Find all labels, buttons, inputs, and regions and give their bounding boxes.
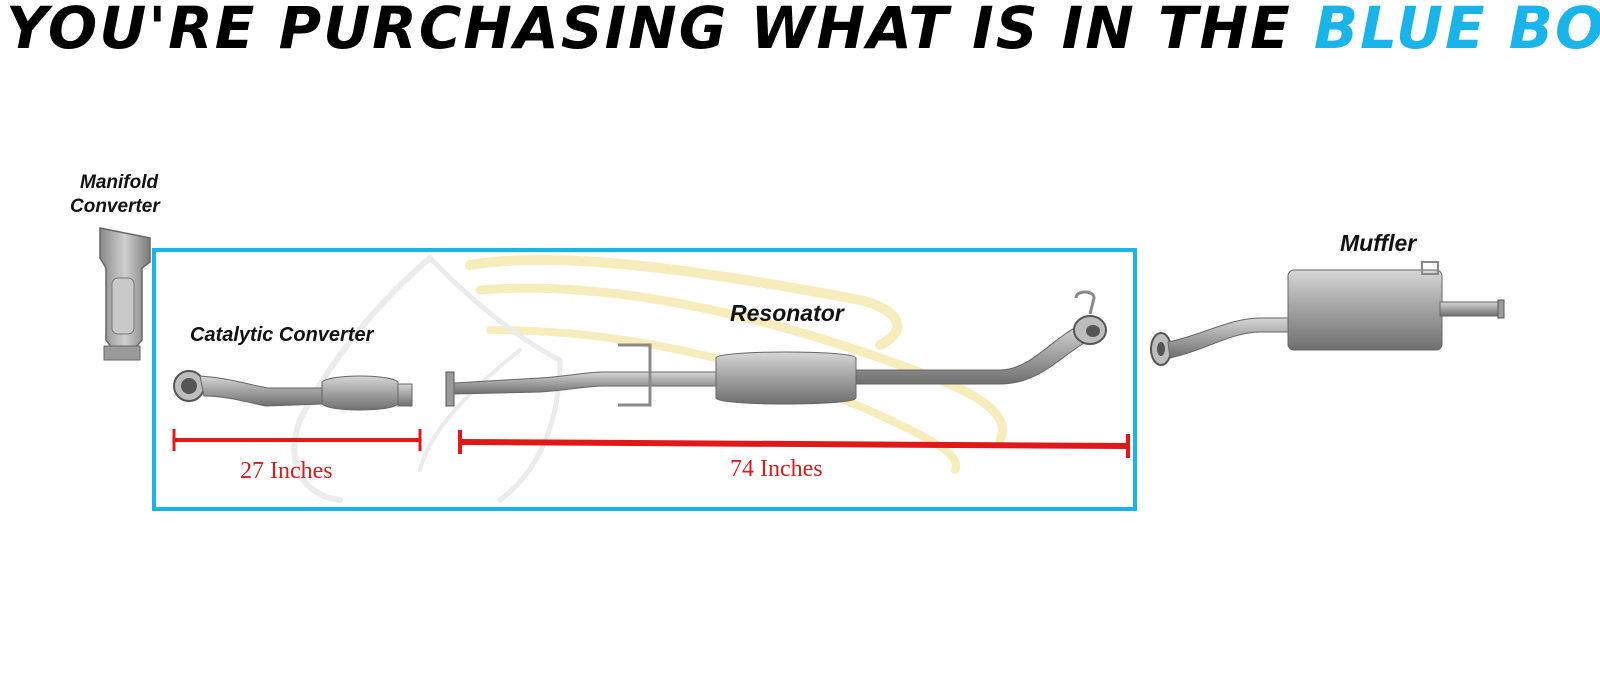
resonator-label: Resonator [730, 300, 844, 326]
muffler-image [1150, 261, 1505, 366]
headline-main: YOU'RE PURCHASING WHAT IS IN THE [6, 0, 1314, 62]
purchase-box [152, 248, 1137, 511]
measure-line-pipe [458, 430, 1130, 458]
catalytic-converter-image [173, 370, 413, 411]
pipe-length-label: 74 Inches [730, 456, 823, 482]
measure-line-catalytic [172, 429, 422, 451]
manifold-label-line1: Manifold [80, 172, 159, 193]
manifold-converter-image [99, 227, 151, 361]
resonator-pipe-image [445, 290, 1107, 407]
muffler-label: Muffler [1340, 230, 1417, 256]
headline-accent: BLUE BOX [1313, 0, 1600, 62]
catalytic-length-label: 27 Inches [240, 458, 333, 484]
manifold-label-line2: Converter [70, 196, 160, 217]
page-headline: YOU'RE PURCHASING WHAT IS IN THE BLUE BO… [6, 0, 1600, 58]
catalytic-converter-label: Catalytic Converter [190, 324, 374, 346]
